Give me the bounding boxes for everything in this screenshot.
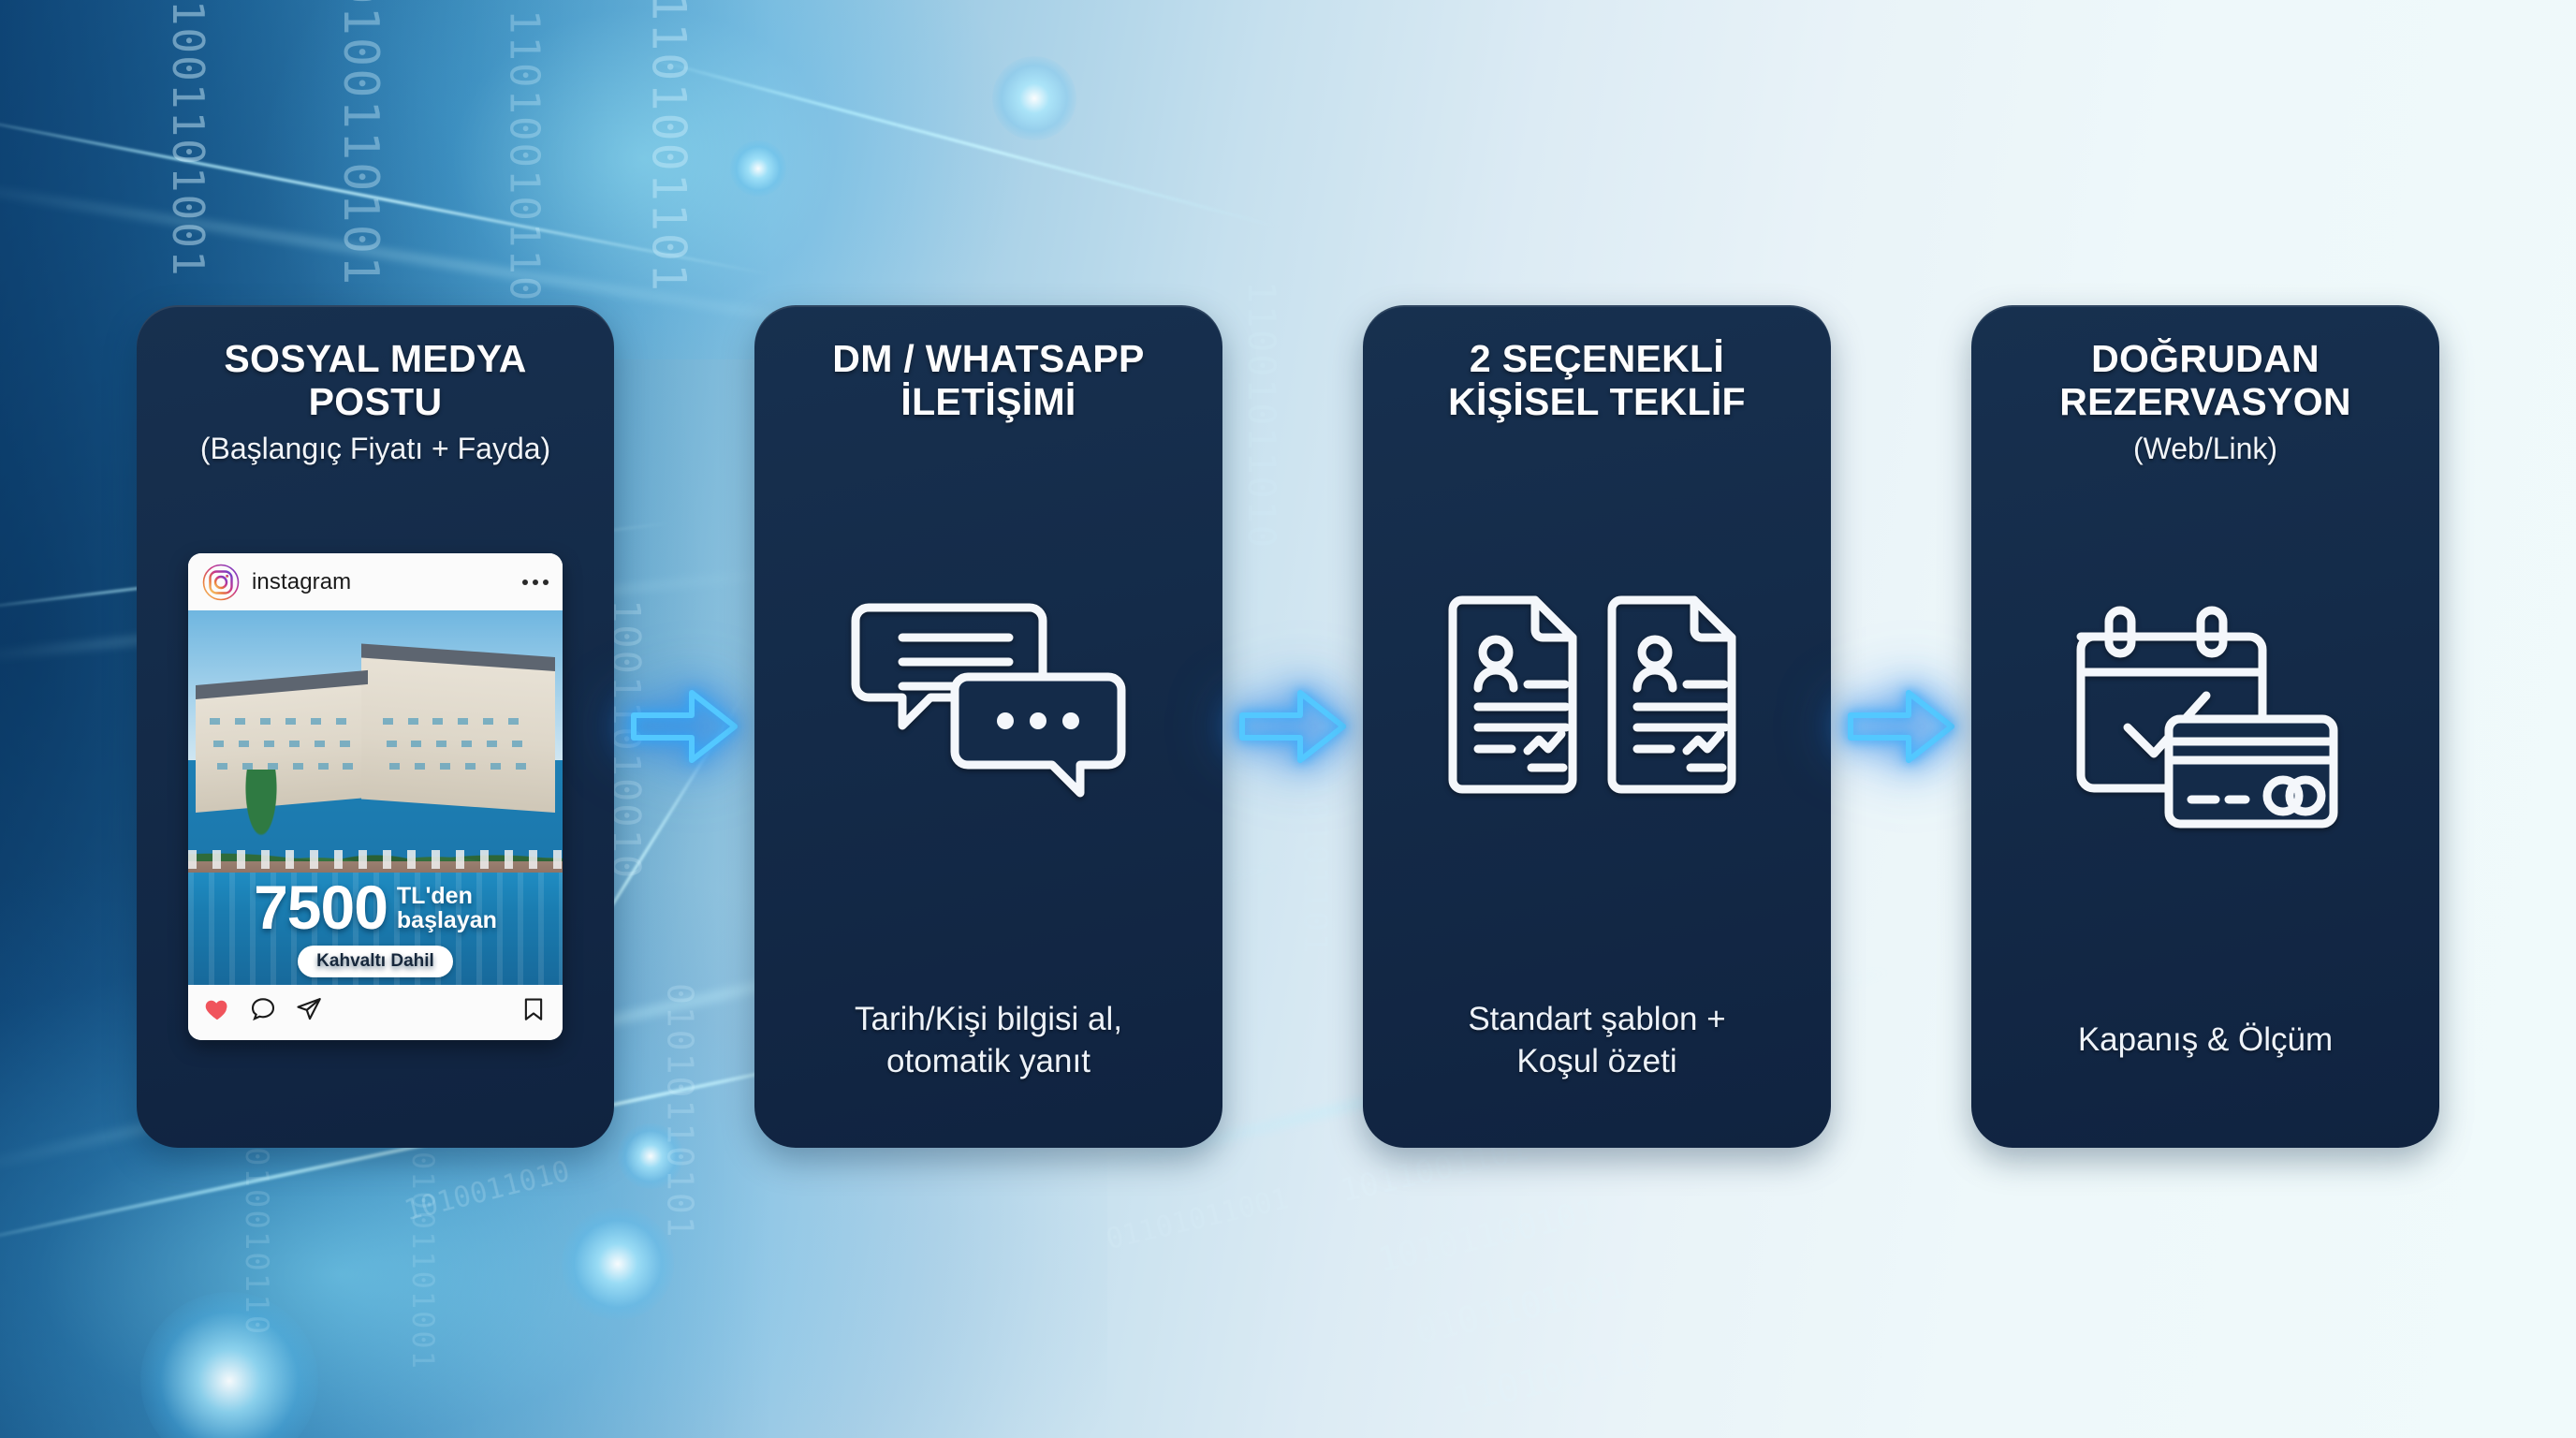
glow-node xyxy=(562,1208,674,1320)
card-title-line1: 2 SEÇENEKLİ xyxy=(1469,337,1725,380)
card-title-line1: DOĞRUDAN xyxy=(2091,337,2320,380)
card-subtitle: (Başlangıç Fiyatı + Fayda) xyxy=(199,431,551,465)
instagram-post-header: instagram xyxy=(188,553,563,611)
card-body: Standart şablon + Koşul özeti xyxy=(1468,998,1725,1083)
bookmark-icon[interactable] xyxy=(520,995,548,1028)
calendar-check-card-icon xyxy=(2060,599,2350,838)
chat-bubbles-icon xyxy=(848,587,1129,807)
step-card-personal-offer[interactable]: 2 SEÇENEKLİ KİŞİSEL TEKLİF xyxy=(1363,305,1831,1148)
photo-loungers xyxy=(188,850,563,870)
card-title: DM / WHATSAPP İLETİŞİMİ xyxy=(832,337,1144,424)
arrow-right-icon xyxy=(1831,685,1971,768)
card-title-line2: İLETİŞİMİ xyxy=(900,380,1076,424)
glow-node xyxy=(618,1123,683,1189)
binary-column: 01101001101 xyxy=(641,0,696,294)
heart-icon[interactable] xyxy=(203,995,231,1028)
glow-node xyxy=(140,1292,318,1438)
send-icon[interactable] xyxy=(295,995,323,1028)
card-icon-area xyxy=(1387,424,1807,970)
card-title-line2: POSTU xyxy=(308,380,443,424)
photo-hotel-building xyxy=(196,640,555,814)
card-icon-area: instagram xyxy=(161,466,590,1110)
card-title-line2: REZERVASYON xyxy=(2059,380,2351,424)
card-icon-area xyxy=(1996,466,2415,970)
card-body-area: Standart şablon + Koşul özeti xyxy=(1387,970,1807,1110)
hotel-windows xyxy=(196,640,555,813)
two-documents-icon xyxy=(1447,587,1747,807)
binary-column: 01001101001 xyxy=(405,1152,442,1371)
step-card-direct-reservation[interactable]: DOĞRUDAN REZERVASYON (Web/Link) xyxy=(1971,305,2439,1148)
card-body-line2: otomatik yanıt xyxy=(886,1043,1090,1079)
binary-column: 11010010110 xyxy=(500,9,549,303)
price-unit-line1: TL'den xyxy=(396,882,473,909)
card-body-line1: Tarih/Kişi bilgisi al, xyxy=(855,1000,1122,1037)
arrow-right-icon xyxy=(614,685,754,768)
card-title: 2 SEÇENEKLİ KİŞİSEL TEKLİF xyxy=(1448,337,1746,424)
card-title-line1: SOSYAL MEDYA xyxy=(224,337,527,380)
instagram-logo-icon xyxy=(202,564,240,601)
comment-icon[interactable] xyxy=(249,995,277,1028)
step-card-social-media-post[interactable]: SOSYAL MEDYA POSTU (Başlangıç Fiyatı + F… xyxy=(137,305,614,1148)
card-body-line2: Koşul özeti xyxy=(1516,1043,1677,1079)
card-title: DOĞRUDAN REZERVASYON xyxy=(2059,337,2351,424)
binary-column: 11001011010 xyxy=(1239,281,1282,550)
glow-node xyxy=(992,56,1076,140)
step-card-dm-whatsapp[interactable]: DM / WHATSAPP İLETİŞİMİ Tarih/Kişi bilg xyxy=(754,305,1222,1148)
more-options-icon[interactable] xyxy=(522,580,549,586)
price-unit: TL'den başlayan xyxy=(397,884,497,932)
binary-column: 01001101001 xyxy=(163,0,214,278)
breakfast-included-badge: Kahvaltı Dahil xyxy=(298,946,453,978)
card-title: SOSYAL MEDYA POSTU xyxy=(224,337,526,424)
binary-column: 10100110101 xyxy=(332,0,389,287)
card-title-line1: DM / WHATSAPP xyxy=(832,337,1145,380)
hotel-pool-photo: 7500 TL'den başlayan Kahvaltı Dahil xyxy=(188,610,563,986)
card-title-line2: KİŞİSEL TEKLİF xyxy=(1448,380,1746,424)
card-body-area: Tarih/Kişi bilgisi al, otomatik yanıt xyxy=(779,970,1198,1110)
instagram-account-name: instagram xyxy=(252,569,352,595)
card-body-line1: Kapanış & Ölçüm xyxy=(2077,1021,2334,1059)
price-line: 7500 TL'den başlayan xyxy=(254,873,497,943)
card-body: Kapanış & Ölçüm xyxy=(2078,1019,2333,1062)
glow-node xyxy=(730,140,786,197)
card-icon-area xyxy=(779,424,1198,970)
price-unit-line2: başlayan xyxy=(396,906,497,933)
background-top-glow xyxy=(257,0,1031,360)
binary-column: 01010110101 xyxy=(659,983,701,1240)
price-overlay: 7500 TL'den başlayan Kahvaltı Dahil xyxy=(188,873,563,978)
instagram-post-actions xyxy=(188,985,563,1041)
card-body-area: Kapanış & Ölçüm xyxy=(1996,970,2415,1110)
card-body: Tarih/Kişi bilgisi al, otomatik yanıt xyxy=(855,998,1122,1083)
price-value: 7500 xyxy=(254,873,388,943)
card-body-line1: Standart şablon + xyxy=(1468,1000,1726,1037)
arrow-right-icon xyxy=(1222,685,1363,768)
instagram-post-card[interactable]: instagram xyxy=(188,553,563,1041)
card-subtitle: (Web/Link) xyxy=(2132,431,2278,465)
